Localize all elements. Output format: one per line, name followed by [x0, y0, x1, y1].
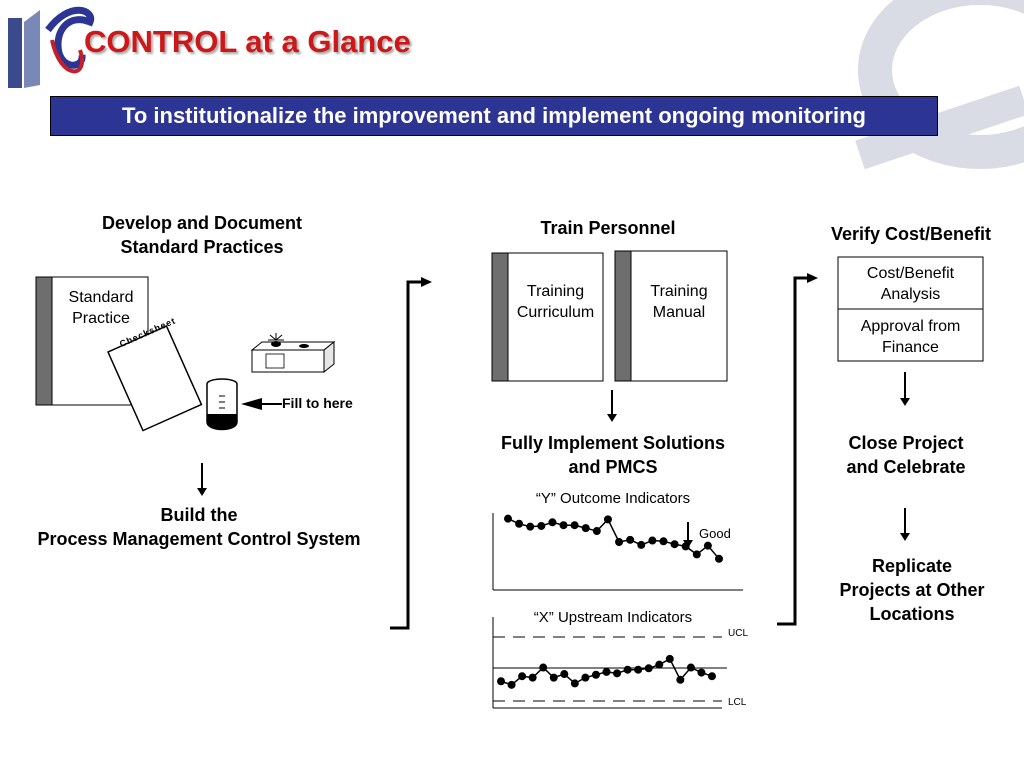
arrow-down-middle	[607, 390, 617, 422]
x-chart-data-point	[560, 670, 569, 679]
connector-middle-to-right	[777, 276, 808, 626]
arrow-down-right-1	[900, 372, 910, 406]
develop-heading-line2: Standard Practices	[120, 237, 284, 257]
y-chart-data-point	[626, 535, 635, 544]
develop-heading-line1: Develop and Document	[101, 213, 303, 233]
machine-icon	[250, 333, 336, 374]
verify-cost-benefit-heading: Verify Cost/Benefit	[830, 224, 992, 244]
implement-line2: and PMCS	[568, 457, 658, 477]
y-chart-data-point	[670, 540, 679, 549]
good-label: Good	[699, 526, 731, 541]
x-chart-data-point	[518, 672, 527, 681]
y-chart-data-point	[715, 554, 723, 563]
training-curriculum-label: Training Curriculum	[508, 281, 603, 323]
fully-implement-heading: Fully Implement Solutions and PMCS	[478, 431, 748, 479]
y-chart-data-point	[581, 524, 590, 533]
x-chart-data-point	[686, 663, 695, 672]
y-chart-data-point	[637, 540, 646, 549]
x-chart-data-point	[549, 673, 558, 682]
y-chart-data-point	[537, 521, 546, 530]
y-chart-data-point	[515, 519, 524, 528]
x-chart-marks	[497, 654, 716, 689]
y-chart-data-point	[548, 518, 557, 527]
connector-left-to-middle	[390, 280, 422, 630]
x-chart-data-point	[655, 660, 664, 669]
y-chart-data-point	[615, 538, 624, 547]
arrow-down-left	[197, 463, 207, 496]
y-chart-data-point	[592, 527, 601, 536]
close-line1: Close Project	[848, 433, 964, 453]
build-pmcs-heading: Build the Process Management Control Sys…	[14, 503, 384, 551]
measuring-cylinder-icon	[206, 378, 282, 431]
x-chart-data-point	[570, 679, 579, 688]
x-chart-data-point	[697, 668, 706, 677]
cost-benefit-line2: Analysis	[880, 286, 941, 303]
standard-practice-line2: Practice	[72, 310, 130, 327]
training-curriculum-line2: Curriculum	[516, 304, 595, 321]
x-chart-data-point	[591, 670, 600, 679]
standard-practice-label: Standard Practice	[58, 287, 144, 329]
y-chart-data-point	[703, 541, 712, 550]
x-chart-reference-lines	[493, 636, 727, 702]
y-chart-data-point	[559, 521, 568, 530]
close-line2: and Celebrate	[846, 457, 966, 477]
approval-line1: Approval from	[860, 318, 961, 335]
replicate-line1: Replicate	[871, 556, 953, 576]
x-chart-data-point	[665, 654, 674, 663]
y-chart-data-point	[648, 536, 657, 545]
replicate-line2: Projects at Other	[839, 580, 985, 600]
approval-finance-box: Approval from Finance	[838, 316, 983, 358]
y-chart-data-point	[692, 550, 701, 559]
train-personnel-heading: Train Personnel	[540, 218, 676, 238]
good-arrow	[683, 522, 693, 548]
y-chart-data-point	[526, 522, 535, 531]
training-manual-line2: Manual	[652, 304, 706, 321]
replicate-projects-heading: Replicate Projects at Other Locations	[812, 554, 1012, 626]
y-chart-title: “Y” Outcome Indicators	[535, 490, 691, 507]
y-chart-data-point	[570, 521, 579, 530]
y-chart-data-point	[659, 537, 668, 546]
y-chart-data-point	[681, 542, 690, 551]
x-chart-data-point	[613, 669, 622, 678]
arrow-down-right-2	[900, 508, 910, 541]
x-chart-data-point	[581, 673, 590, 682]
x-chart-axes	[492, 617, 722, 709]
lcl-label: LCL	[728, 697, 747, 708]
x-chart-data-point	[676, 675, 685, 684]
y-chart-series-line	[507, 517, 720, 560]
cost-benefit-analysis-box: Cost/Benefit Analysis	[838, 263, 983, 305]
x-chart-data-point	[528, 673, 537, 682]
training-curriculum-line1: Training	[526, 283, 585, 300]
fill-to-here-label: Fill to here	[282, 395, 353, 411]
x-chart-data-point	[634, 665, 643, 674]
x-chart-title: “X” Upstream Indicators	[533, 609, 693, 626]
subtitle-banner: To institutionalize the improvement and …	[50, 96, 938, 136]
y-chart-marks	[504, 514, 723, 563]
implement-line1: Fully Implement Solutions	[500, 433, 725, 453]
close-project-heading: Close Project and Celebrate	[816, 431, 996, 479]
build-line2: Process Management Control System	[37, 529, 361, 549]
training-manual-label: Training Manual	[631, 281, 727, 323]
y-chart-data-point	[504, 514, 512, 523]
x-chart-data-point	[539, 663, 548, 672]
training-manual-line1: Training	[650, 283, 708, 300]
build-line1: Build the	[160, 505, 238, 525]
x-chart-series-line	[500, 657, 713, 686]
replicate-line3: Locations	[869, 604, 955, 624]
page-title: CONTROL at a Glance	[84, 24, 411, 59]
ucl-label: UCL	[728, 628, 749, 639]
x-chart-data-point	[644, 664, 653, 673]
x-chart-data-point	[507, 680, 516, 689]
x-chart-data-point	[602, 667, 611, 676]
standard-practice-line1: Standard	[68, 289, 134, 306]
approval-line2: Finance	[882, 339, 939, 356]
x-chart-data-point	[623, 665, 632, 674]
x-chart-data-point	[497, 677, 505, 686]
cost-benefit-line1: Cost/Benefit	[866, 265, 955, 282]
x-chart-data-point	[708, 672, 716, 681]
develop-document-heading: Develop and Document Standard Practices	[60, 211, 344, 259]
y-chart-axes	[492, 513, 743, 591]
y-chart-data-point	[603, 515, 612, 524]
